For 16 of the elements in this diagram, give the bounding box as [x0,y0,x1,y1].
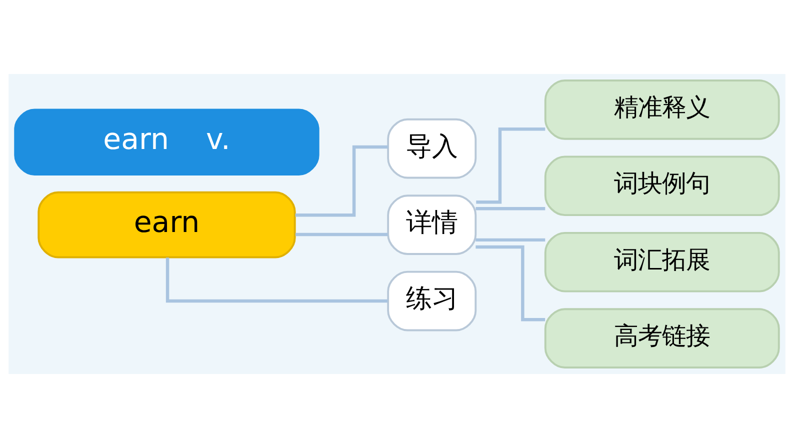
connector [476,206,546,210]
node-box: 详情 [387,194,477,254]
connector [476,127,546,204]
node-box: 高考链接 [544,308,780,368]
node-box: earn [38,190,296,258]
node-box: 词汇拓展 [544,231,780,292]
node-box: 词块例句 [544,155,780,216]
node-box: 精准释义 [544,79,780,140]
connector [476,244,546,321]
node-box: 导入 [387,118,477,178]
node-box: 练习 [387,270,477,331]
connector [295,232,388,236]
node-box: earn v. [14,108,320,176]
connector [166,257,388,302]
connector [476,238,546,242]
connector [295,144,388,216]
